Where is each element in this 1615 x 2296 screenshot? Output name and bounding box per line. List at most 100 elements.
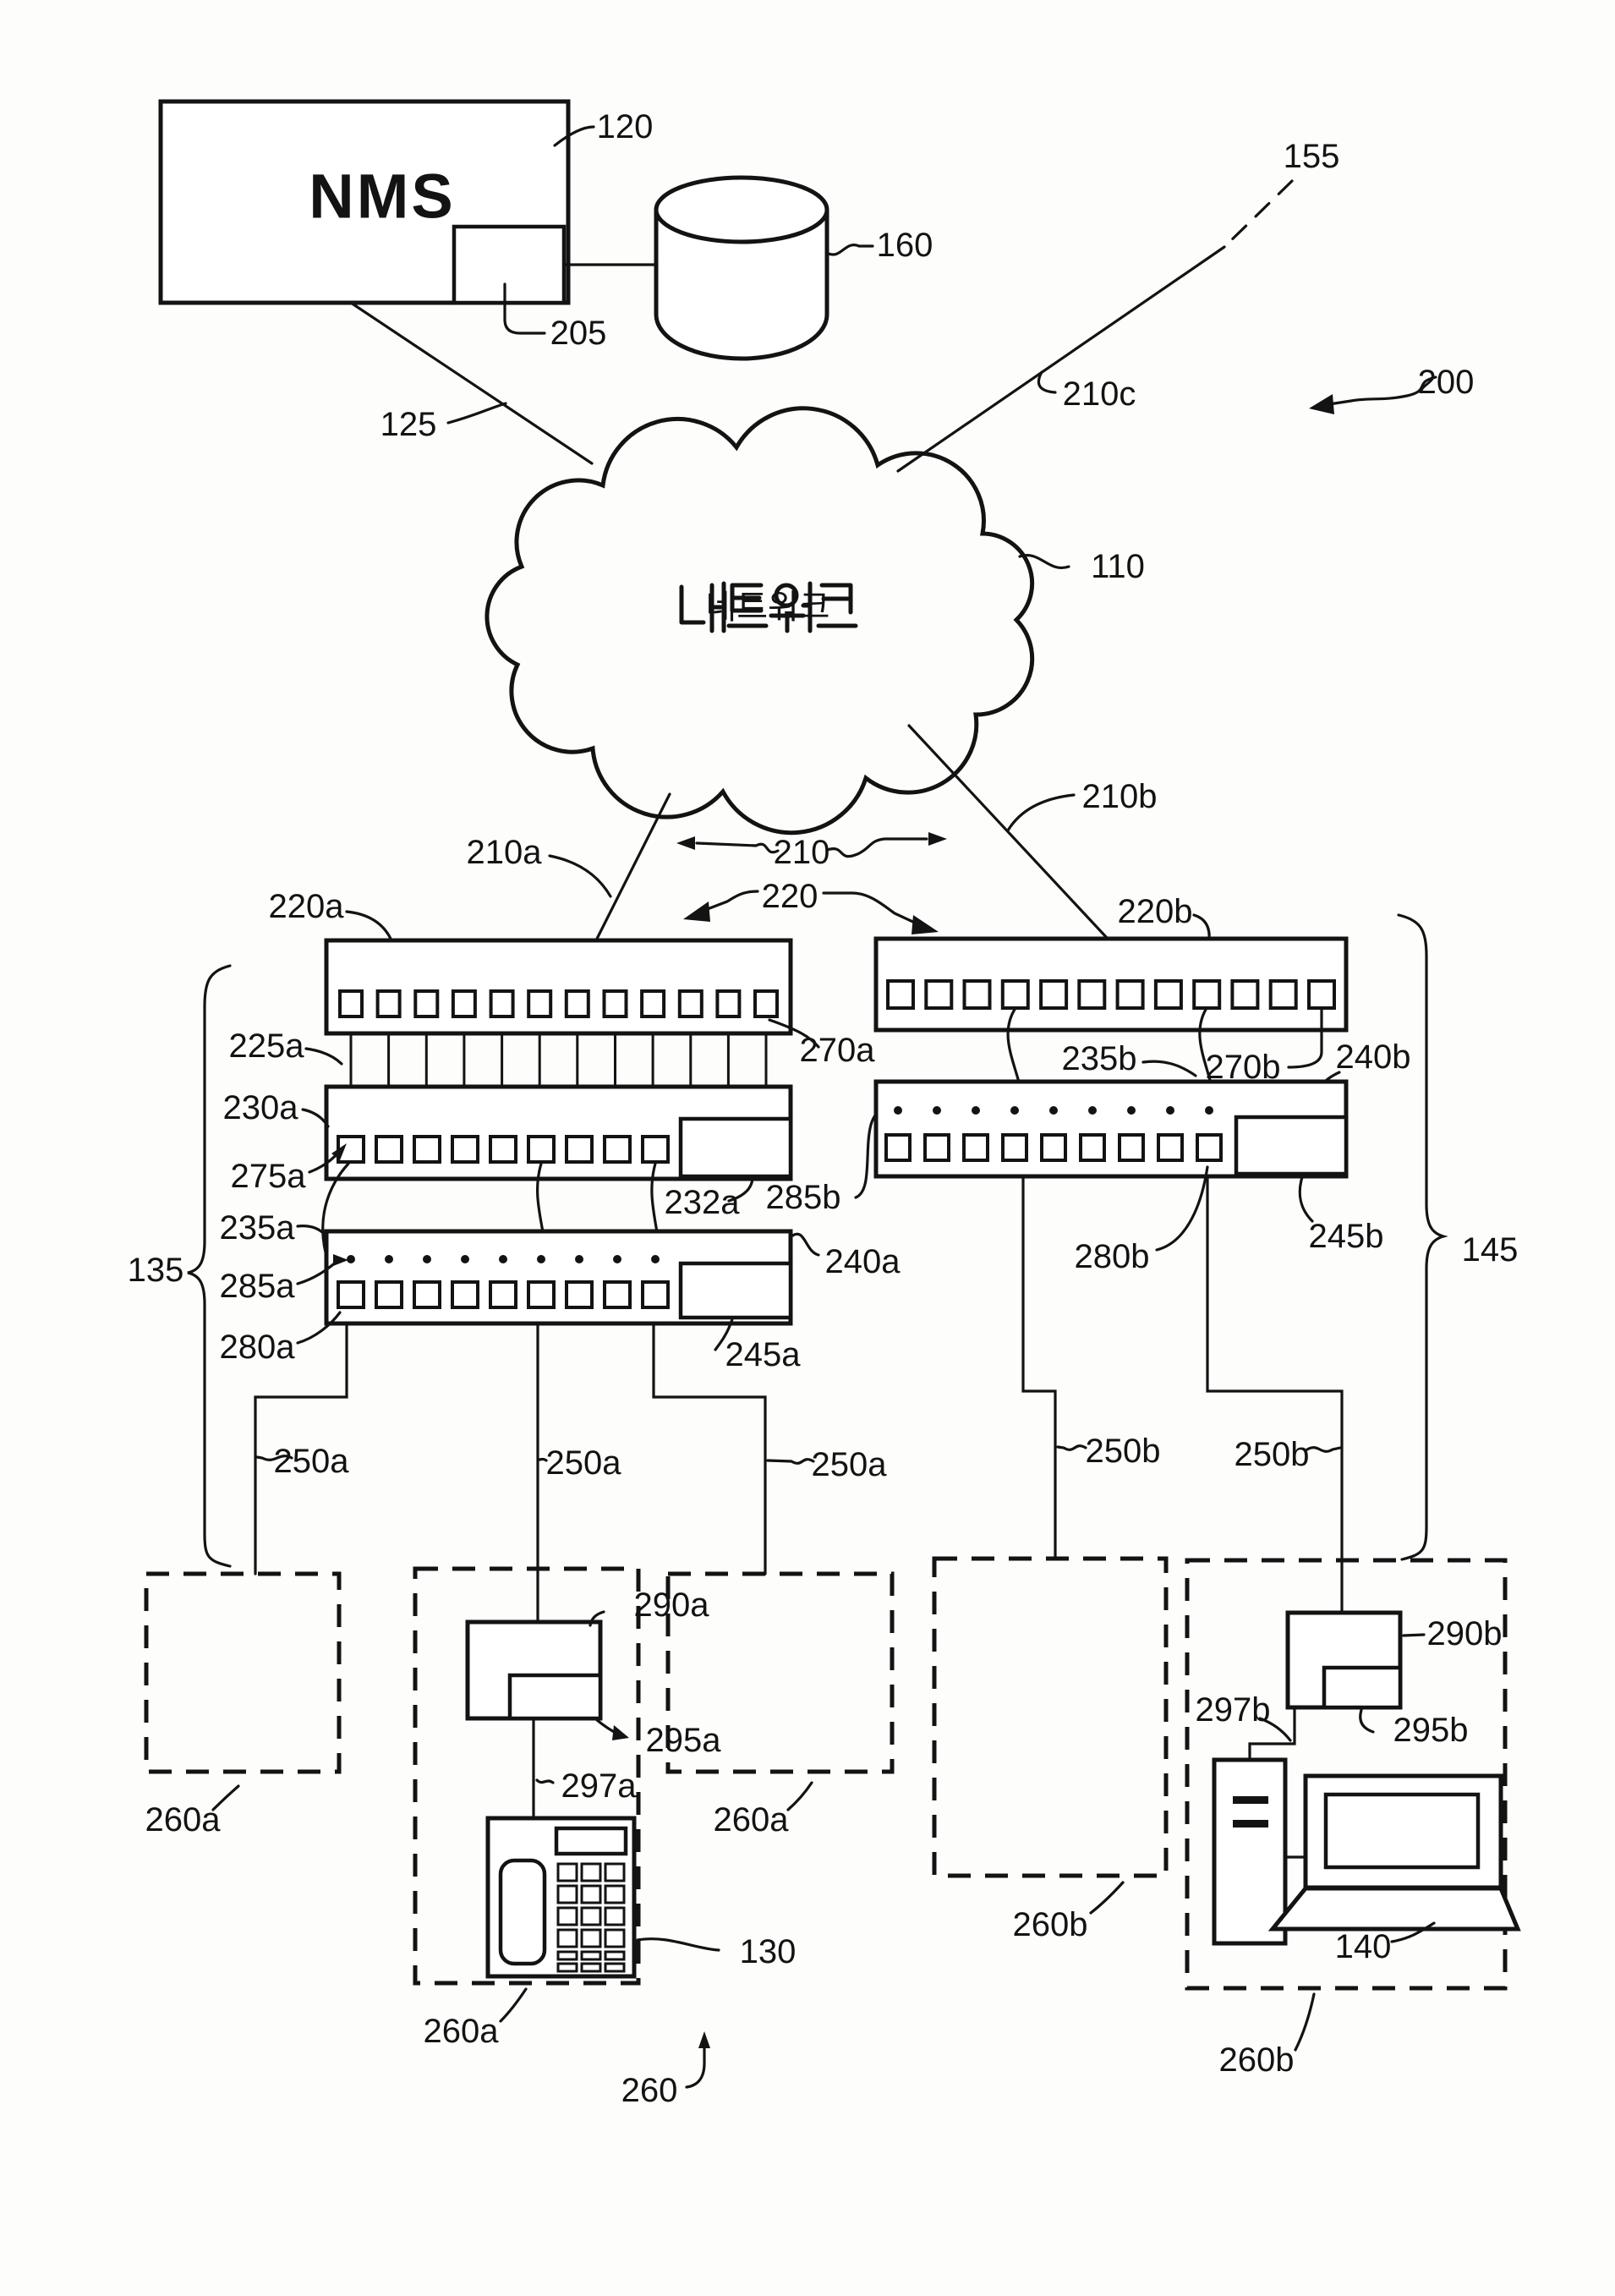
ref-240b: 240b <box>1336 1038 1411 1076</box>
line-card-a-ports-item <box>414 1282 440 1307</box>
phone-soft-keys-item <box>558 1964 577 1971</box>
switch-a-ports-item <box>567 991 589 1016</box>
ref-140: 140 <box>1335 1928 1392 1965</box>
line-card-a-dots-item <box>651 1255 660 1263</box>
switch-a-ports-item <box>605 991 627 1016</box>
leader-260b-2 <box>1295 1994 1314 2050</box>
ref-145: 145 <box>1462 1231 1519 1269</box>
leader-160 <box>829 245 873 255</box>
phone-keypad-item <box>558 1886 577 1903</box>
line-card-b-dots-item <box>972 1106 980 1115</box>
leader-260a-2 <box>501 1989 526 2021</box>
line-card-b-ports-item <box>1042 1135 1065 1160</box>
switch-b-ports-item <box>1232 981 1257 1008</box>
line-card-b-ports <box>886 1135 1221 1160</box>
switch-a-ports-item <box>680 991 702 1016</box>
ref-280a: 280a <box>220 1329 296 1366</box>
phone-keypad-item <box>605 1930 624 1947</box>
line-card-a-ports-item <box>567 1282 592 1307</box>
leader-260a-3 <box>788 1783 812 1810</box>
phone-keypad-item <box>582 1864 600 1881</box>
line-card-b-ports-item <box>1120 1135 1143 1160</box>
ref-210a: 210a <box>467 834 543 871</box>
ref-250a-2: 250a <box>546 1444 622 1482</box>
switch-b-ports-item <box>1041 981 1066 1008</box>
line-card-b-dots-item <box>1088 1106 1097 1115</box>
ref-160: 160 <box>877 227 933 264</box>
line-card-a-ports-item <box>528 1282 554 1307</box>
line-210a <box>597 794 670 939</box>
switch-b-ports-item <box>888 981 913 1008</box>
arrowhead-220-left <box>683 901 710 922</box>
leader-250b-2 <box>1307 1448 1340 1452</box>
line-card-b-ports-item <box>1003 1135 1026 1160</box>
phone-keypad-item <box>582 1930 600 1947</box>
ref-290a: 290a <box>634 1586 710 1624</box>
leader-290b <box>1404 1635 1424 1636</box>
leader-240a <box>791 1234 818 1255</box>
line-card-b-dots-item <box>1049 1106 1058 1115</box>
phone-soft-keys-item <box>582 1964 600 1971</box>
ref-297b: 297b <box>1196 1691 1271 1729</box>
switch-a-ports-item <box>453 991 475 1016</box>
phone-keypad-item <box>582 1908 600 1925</box>
phone-keypad-item <box>605 1908 624 1925</box>
arrowhead-295a <box>612 1725 629 1740</box>
ref-110: 110 <box>1091 548 1145 585</box>
ref-205: 205 <box>550 315 607 352</box>
ref-220: 220 <box>762 878 818 915</box>
line-card-a-ports-item <box>490 1282 516 1307</box>
switch-a-ports-item <box>642 991 664 1016</box>
line-card-a-ports-item <box>376 1282 402 1307</box>
ref-270a: 270a <box>800 1032 876 1069</box>
switch-a-ports-item <box>491 991 513 1016</box>
arrowhead-260 <box>698 2031 710 2048</box>
line-card-a-dots-item <box>613 1255 621 1263</box>
tower-slot-1 <box>1233 1796 1268 1804</box>
ref-297a: 297a <box>561 1767 638 1805</box>
ref-295a: 295a <box>646 1722 722 1759</box>
switch-box-220a <box>326 940 791 1033</box>
line-card-b-ports-item <box>886 1135 910 1160</box>
switch-b-ports-item <box>965 981 990 1008</box>
line-card-a-ports-item <box>643 1282 668 1307</box>
device-230a-ports-item <box>643 1137 668 1162</box>
phone-soft-keys-item <box>605 1952 624 1959</box>
device-230a-ports-item <box>567 1137 592 1162</box>
leader-220a <box>347 912 391 939</box>
ref-230a: 230a <box>223 1089 299 1126</box>
ref-245a: 245a <box>725 1336 802 1373</box>
phone-soft-keys-item <box>605 1964 624 1971</box>
arrow-210-right <box>827 839 927 857</box>
switch-b-ports-item <box>926 981 951 1008</box>
line-card-b-ports-item <box>1197 1135 1221 1160</box>
line-card-b-ports-item <box>964 1135 988 1160</box>
premises-box-260a-1 <box>146 1574 339 1772</box>
line-card-b-ports-item <box>1081 1135 1104 1160</box>
phone-display <box>556 1828 626 1854</box>
line-card-a-dots-item <box>537 1255 545 1263</box>
arrowhead-220-right <box>912 915 939 934</box>
leader-225a <box>306 1049 342 1064</box>
line-card-a-dots-item <box>575 1255 583 1263</box>
line-card-b-dots-item <box>933 1106 941 1115</box>
line-card-a-dots-item <box>461 1255 469 1263</box>
line-card-a-ports-item <box>605 1282 630 1307</box>
database-cylinder-top <box>656 178 827 242</box>
ref-125: 125 <box>380 406 437 443</box>
leader-250b-1 <box>1058 1446 1086 1450</box>
ref-155: 155 <box>1284 138 1340 175</box>
arrowhead-210-left <box>676 836 695 850</box>
leader-210b <box>1008 795 1074 830</box>
phone-keypad-item <box>605 1886 624 1903</box>
ref-220a: 220a <box>269 888 345 925</box>
leader-260b-1 <box>1091 1882 1123 1913</box>
leader-297a <box>537 1780 553 1783</box>
arrowhead-210-right <box>928 832 947 846</box>
line-card-a-dots-item <box>385 1255 393 1263</box>
ref-295b: 295b <box>1393 1712 1469 1749</box>
leader-235b <box>1143 1061 1196 1076</box>
ref-240a: 240a <box>825 1243 901 1280</box>
line-card-a-dots-item <box>347 1255 355 1263</box>
switch-a-ports-item <box>528 991 550 1016</box>
